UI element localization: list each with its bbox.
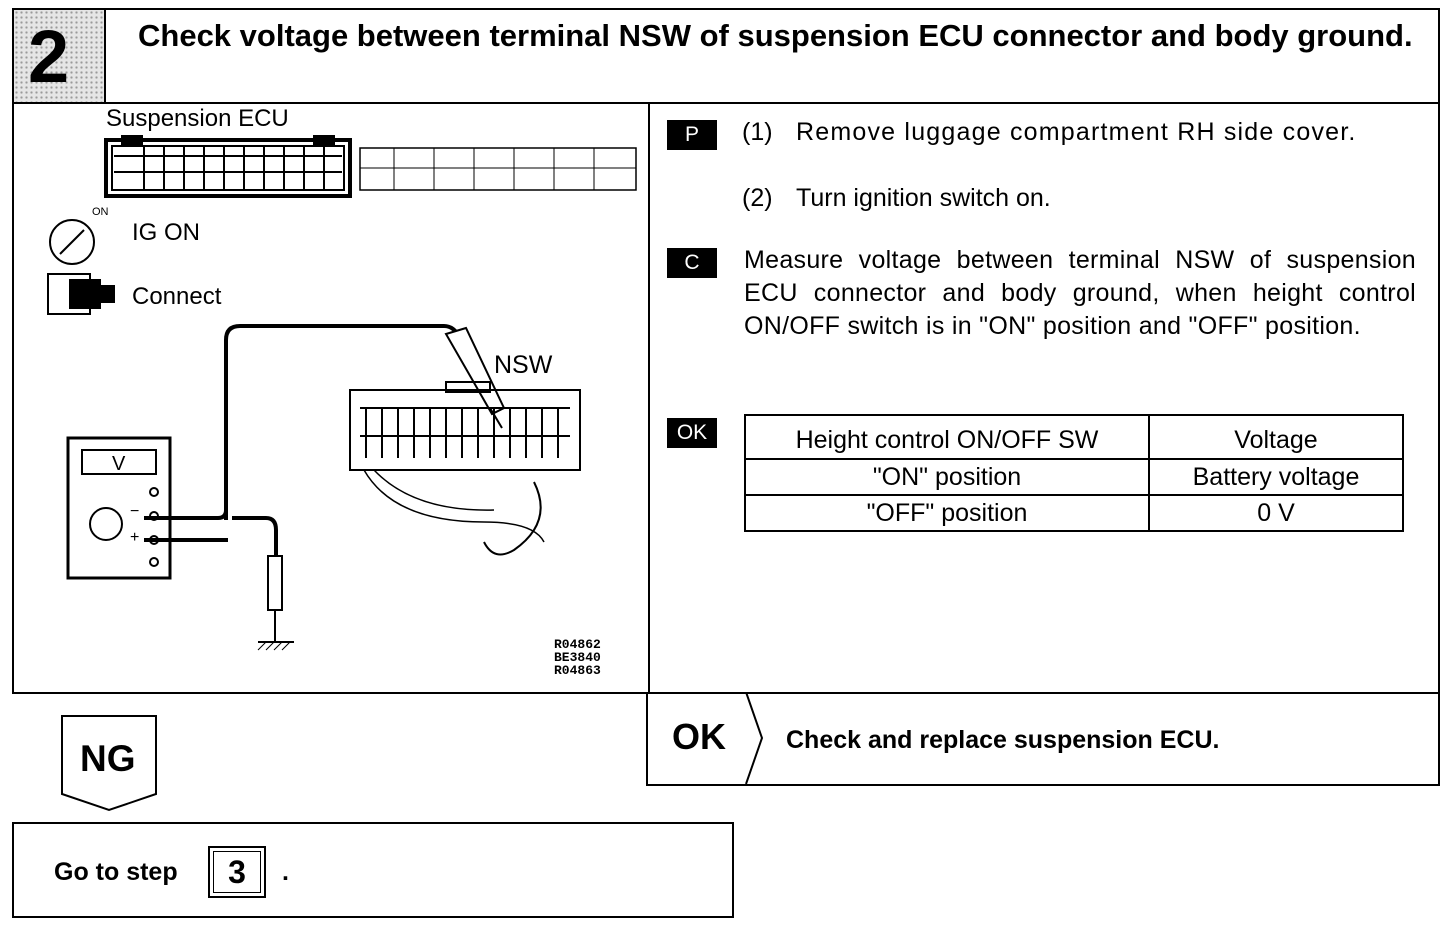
ok-result-box: OK Check and replace suspension ECU. [646,692,1440,786]
ok-tag: OK [667,418,717,448]
ecu-label: Suspension ECU [106,105,289,132]
goto-step-box: Go to step 3 . [12,822,734,918]
ok-result-text: Check and replace suspension ECU. [786,726,1220,754]
meter-plus: + [130,529,139,546]
nsw-terminal-label: NSW [494,351,553,379]
step-number-badge: 2 [14,10,106,102]
ignition-switch-icon [49,219,95,265]
wiring-illustration: V − + Suspension ECU ON IG ON Connect NS… [14,102,648,692]
spec-cell: Battery voltage [1148,458,1404,496]
figure-code: R04862 [554,637,601,652]
prepare-step-number: (1) [742,118,773,146]
check-tag: C [667,248,717,278]
ig-on-label: IG ON [132,219,201,246]
prepare-step-text: Turn ignition switch on. [796,184,1051,212]
instructions-panel: P (1) Remove luggage compartment RH side… [664,102,1434,692]
illustration-drawing: V − + [47,135,637,651]
figure-codes: R04862 BE3840 R04863 [554,638,601,677]
harness-connector-icon [349,381,581,556]
step-title: Check voltage between terminal NSW of su… [138,18,1413,53]
ecu-connector-icon [104,135,637,198]
column-divider [648,102,650,694]
connect-label: Connect [132,283,222,310]
spec-header-switch: Height control ON/OFF SW [744,414,1150,460]
ok-arrow-icon [745,692,764,785]
figure-code: R04863 [554,663,601,678]
connect-icon [47,273,115,315]
ng-arrow-icon [61,715,157,812]
goto-period: . [282,858,289,886]
meter-minus: − [130,503,139,520]
spec-table-header: Height control ON/OFF SW Voltage [744,414,1404,460]
meter-unit: V [112,453,126,475]
check-instruction: Measure voltage between terminal NSW of … [744,246,1416,340]
ground-probe-icon [257,555,294,651]
spec-table: Height control ON/OFF SW Voltage "ON" po… [744,414,1404,532]
goto-step-frame [213,851,261,893]
goto-step-number: 3 [228,854,246,890]
spec-cell: "OFF" position [744,494,1150,532]
prepare-tag: P [667,120,717,150]
spec-header-voltage: Voltage [1148,414,1404,460]
step-header: 2 Check voltage between terminal NSW of … [12,8,1440,104]
ok-result-label: OK [672,716,726,757]
goto-step-link[interactable]: 3 [208,846,266,898]
prepare-step-number: (2) [742,184,773,212]
switch-on-mark: ON [92,206,109,218]
spec-cell: "ON" position [744,458,1150,496]
prepare-step-text: Remove luggage compartment RH side cover… [796,118,1357,146]
goto-text: Go to step [54,858,178,886]
voltmeter-icon [66,436,172,580]
step-content: V − + Suspension ECU ON IG ON Connect NS… [12,102,1440,694]
step-number: 2 [28,15,70,98]
spec-table-row: "ON" position Battery voltage [744,458,1404,496]
figure-code: BE3840 [554,650,601,665]
spec-table-row: "OFF" position 0 V [744,494,1404,532]
spec-cell: 0 V [1148,494,1404,532]
ng-result-label: NG [80,738,136,779]
test-lead-wire [224,324,462,520]
